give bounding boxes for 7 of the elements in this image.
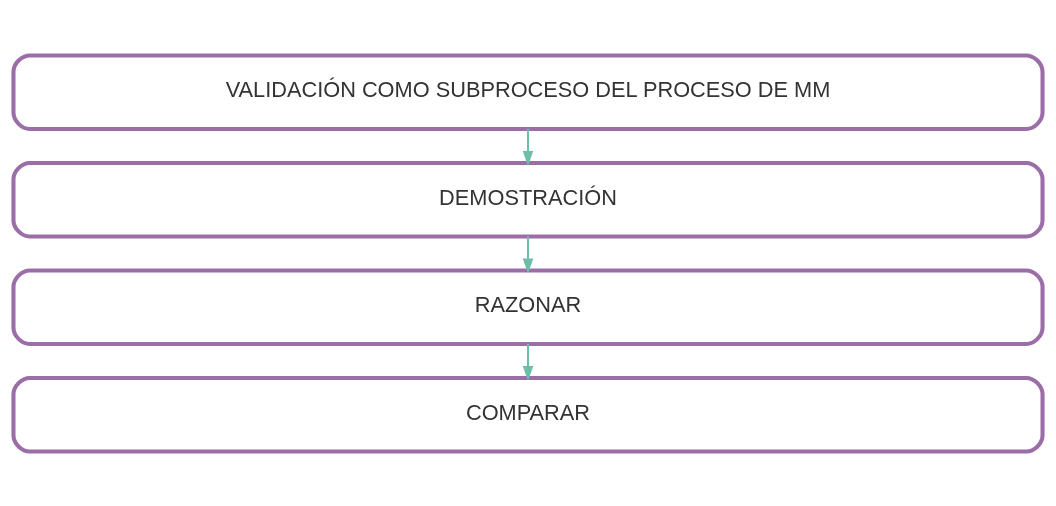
arrow bbox=[522, 128, 534, 166]
arrow bbox=[522, 236, 534, 274]
node-box: DEMOSTRACIÓN bbox=[11, 160, 1045, 238]
node-box: RAZONAR bbox=[11, 267, 1045, 346]
node-box: COMPARAR bbox=[11, 375, 1045, 454]
node-box: VALIDACIÓN COMO SUBPROCESO DEL PROCESO DE MM bbox=[11, 52, 1045, 131]
arrow bbox=[522, 343, 534, 381]
